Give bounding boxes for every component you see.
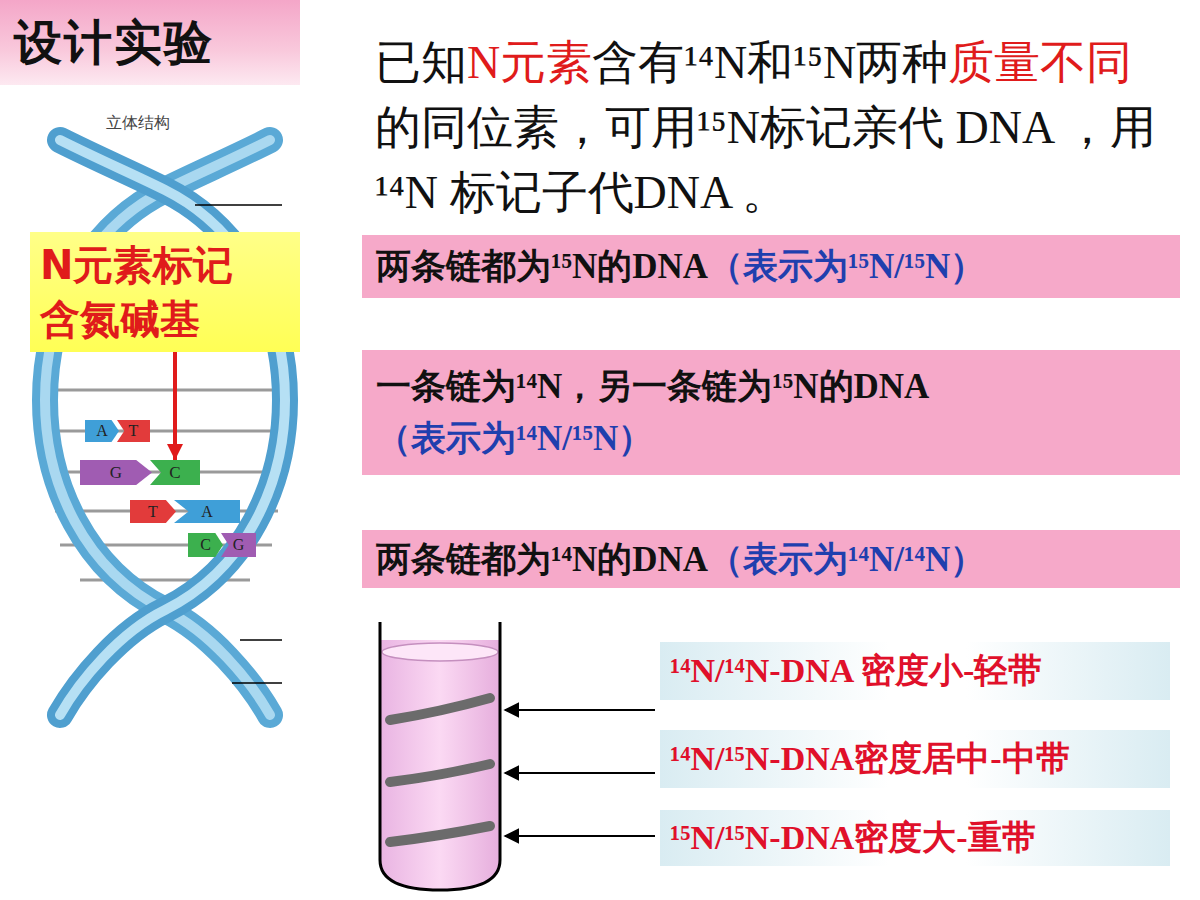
node-text: ¹⁴N/¹⁵N-DNA密度居中-中带	[670, 736, 1070, 782]
node-text: N元素标记 含氮碱基	[40, 238, 290, 346]
node-text: 两条链都为¹⁵N的DNA	[376, 243, 708, 290]
node-text: G	[110, 463, 122, 483]
node-text: 一条链为¹⁴N，另一条链为¹⁵N的DNA	[376, 361, 1180, 413]
base-g: G	[80, 460, 152, 485]
band-label: ¹⁴N/¹⁵N-DNA密度居中-中带	[660, 730, 1170, 788]
structure-label: 立体结构	[106, 113, 170, 134]
intro-text: N元素	[467, 37, 592, 88]
band-label: ¹⁵N/¹⁵N-DNA密度大-重带	[660, 810, 1170, 866]
title-box: 设计实验	[0, 0, 300, 85]
info-band: 两条链都为¹⁵N的DNA（表示为¹⁵N/¹⁵N）	[362, 235, 1180, 298]
node-subtext: （表示为¹⁴N/¹⁵N）	[376, 413, 1180, 465]
node-text: A	[96, 422, 108, 440]
node-text: C	[169, 463, 180, 483]
intro-text: 已知	[375, 37, 467, 88]
callout-box: N元素标记 含氮碱基	[30, 232, 300, 352]
helix-highlight	[60, 140, 285, 715]
node-text: G	[233, 536, 245, 554]
info-band: 一条链为¹⁴N，另一条链为¹⁵N的DNA（表示为¹⁴N/¹⁵N）	[362, 350, 1180, 475]
node-text: 两条链都为¹⁴N的DNA	[376, 536, 708, 583]
base-a: A	[85, 420, 119, 442]
intro-text: 含有¹⁴N和¹⁵N两种	[592, 37, 948, 88]
tube-liquid	[380, 640, 500, 890]
node-text: T	[129, 422, 139, 440]
helix-strand	[60, 140, 285, 715]
node-text: ¹⁵N/¹⁵N-DNA密度大-重带	[670, 815, 1036, 861]
dna-bands	[390, 698, 490, 842]
node-subtext: （表示为¹⁴N/¹⁴N）	[708, 536, 985, 583]
info-band: 两条链都为¹⁴N的DNA（表示为¹⁴N/¹⁴N）	[362, 530, 1180, 588]
node-subtext: （表示为¹⁵N/¹⁵N）	[708, 243, 985, 290]
test-tube	[380, 622, 500, 890]
connector-line	[173, 352, 177, 460]
intro-text: 质量不同	[948, 37, 1132, 88]
node-text: A	[201, 503, 213, 521]
intro-paragraph: 已知N元素含有¹⁴N和¹⁵N两种质量不同的同位素，可用¹⁵N标记亲代 DNA ，…	[375, 30, 1175, 225]
node-text: ¹⁴N/¹⁴N-DNA 密度小-轻带	[670, 648, 1042, 694]
title-text: 设计实验	[14, 11, 214, 75]
connector-arrow	[167, 352, 183, 460]
base-t: T	[130, 500, 176, 523]
arrow-head	[167, 444, 183, 460]
node-text: C	[200, 536, 211, 554]
node-text: T	[148, 503, 158, 521]
intro-text: 的同位素，可用¹⁵N标记亲代 DNA ，用¹⁴N 标记子代DNA 。	[375, 102, 1156, 218]
band-label: ¹⁴N/¹⁴N-DNA 密度小-轻带	[660, 642, 1170, 700]
liquid-surface	[382, 643, 498, 661]
leader-arrows	[505, 710, 655, 836]
